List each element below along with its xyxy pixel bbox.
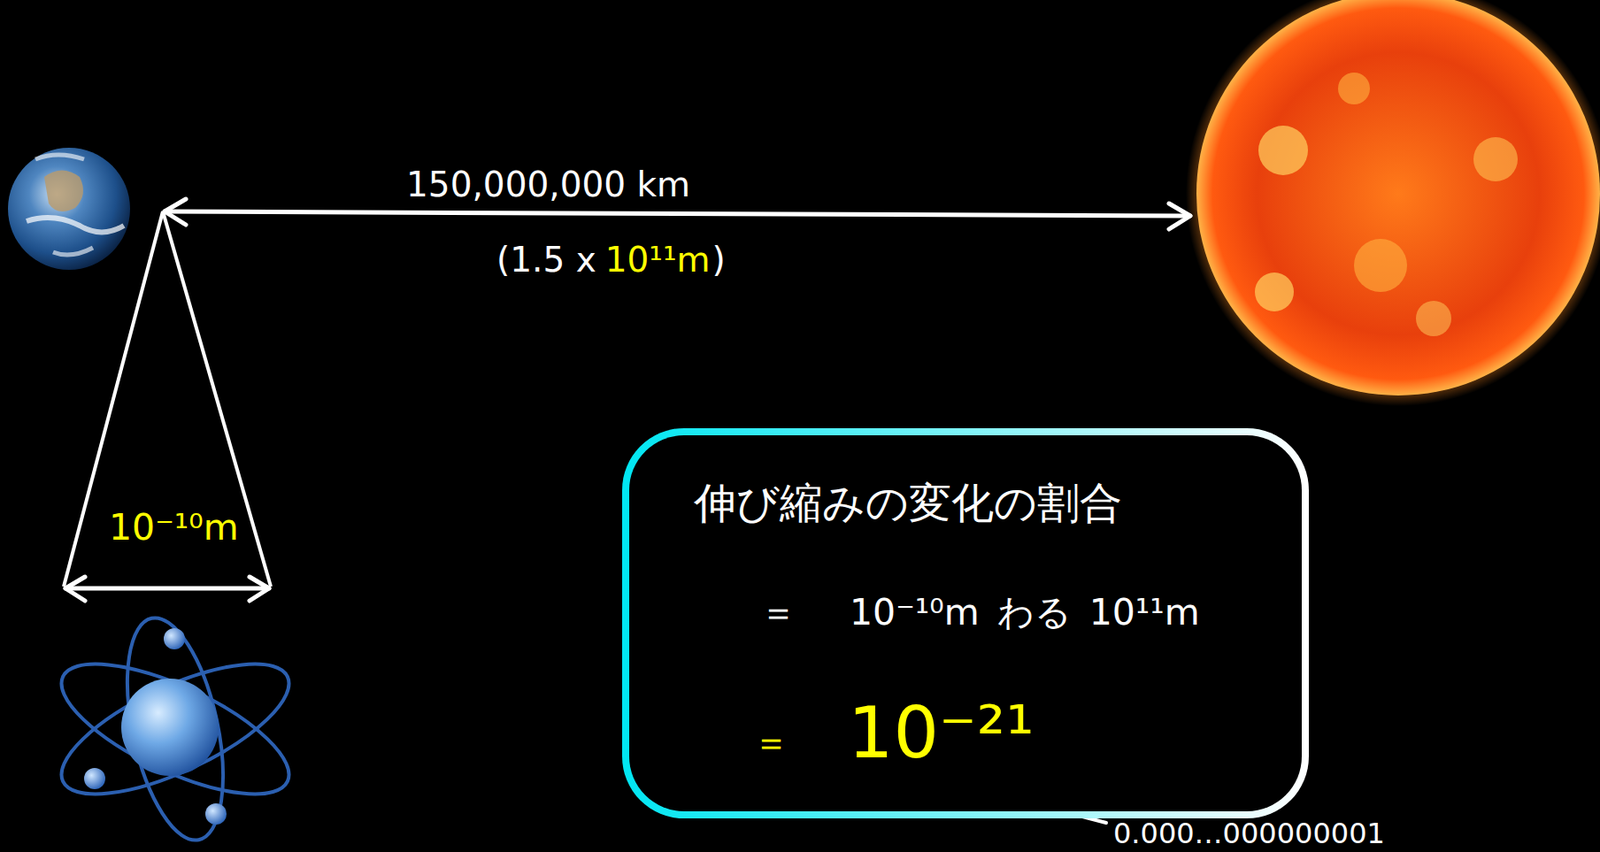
result-value: 10⁻²¹ [847, 697, 1035, 770]
distance-label: 150,000,000 km [406, 167, 691, 202]
equals-sign: ＝ [753, 724, 790, 762]
numerator: 10⁻¹⁰m [849, 594, 980, 631]
decimal-note: 0.000…000000001 [1113, 819, 1385, 848]
formula-box: 伸び縮みの変化の割合 ＝ 10⁻¹⁰m わる 10¹¹m ＝ 10⁻²¹ [622, 428, 1309, 819]
equals-sign: ＝ [760, 594, 797, 631]
atom-size-arrow [65, 576, 270, 601]
distance-paren: ) [712, 242, 726, 277]
atom-size-label: 10⁻¹⁰m [108, 509, 239, 547]
distance-meters: (1.5 x [496, 242, 597, 277]
box-heading: 伸び縮みの変化の割合 [693, 481, 1123, 524]
distance-power: 10¹¹m [605, 242, 711, 277]
zoom-triangle [63, 211, 271, 587]
atom [45, 609, 306, 849]
distance-arrow [164, 199, 1191, 230]
sun [1185, 0, 1600, 407]
denominator: 10¹¹m [1089, 594, 1200, 631]
earth [7, 147, 131, 270]
divide-word: わる [997, 594, 1072, 631]
